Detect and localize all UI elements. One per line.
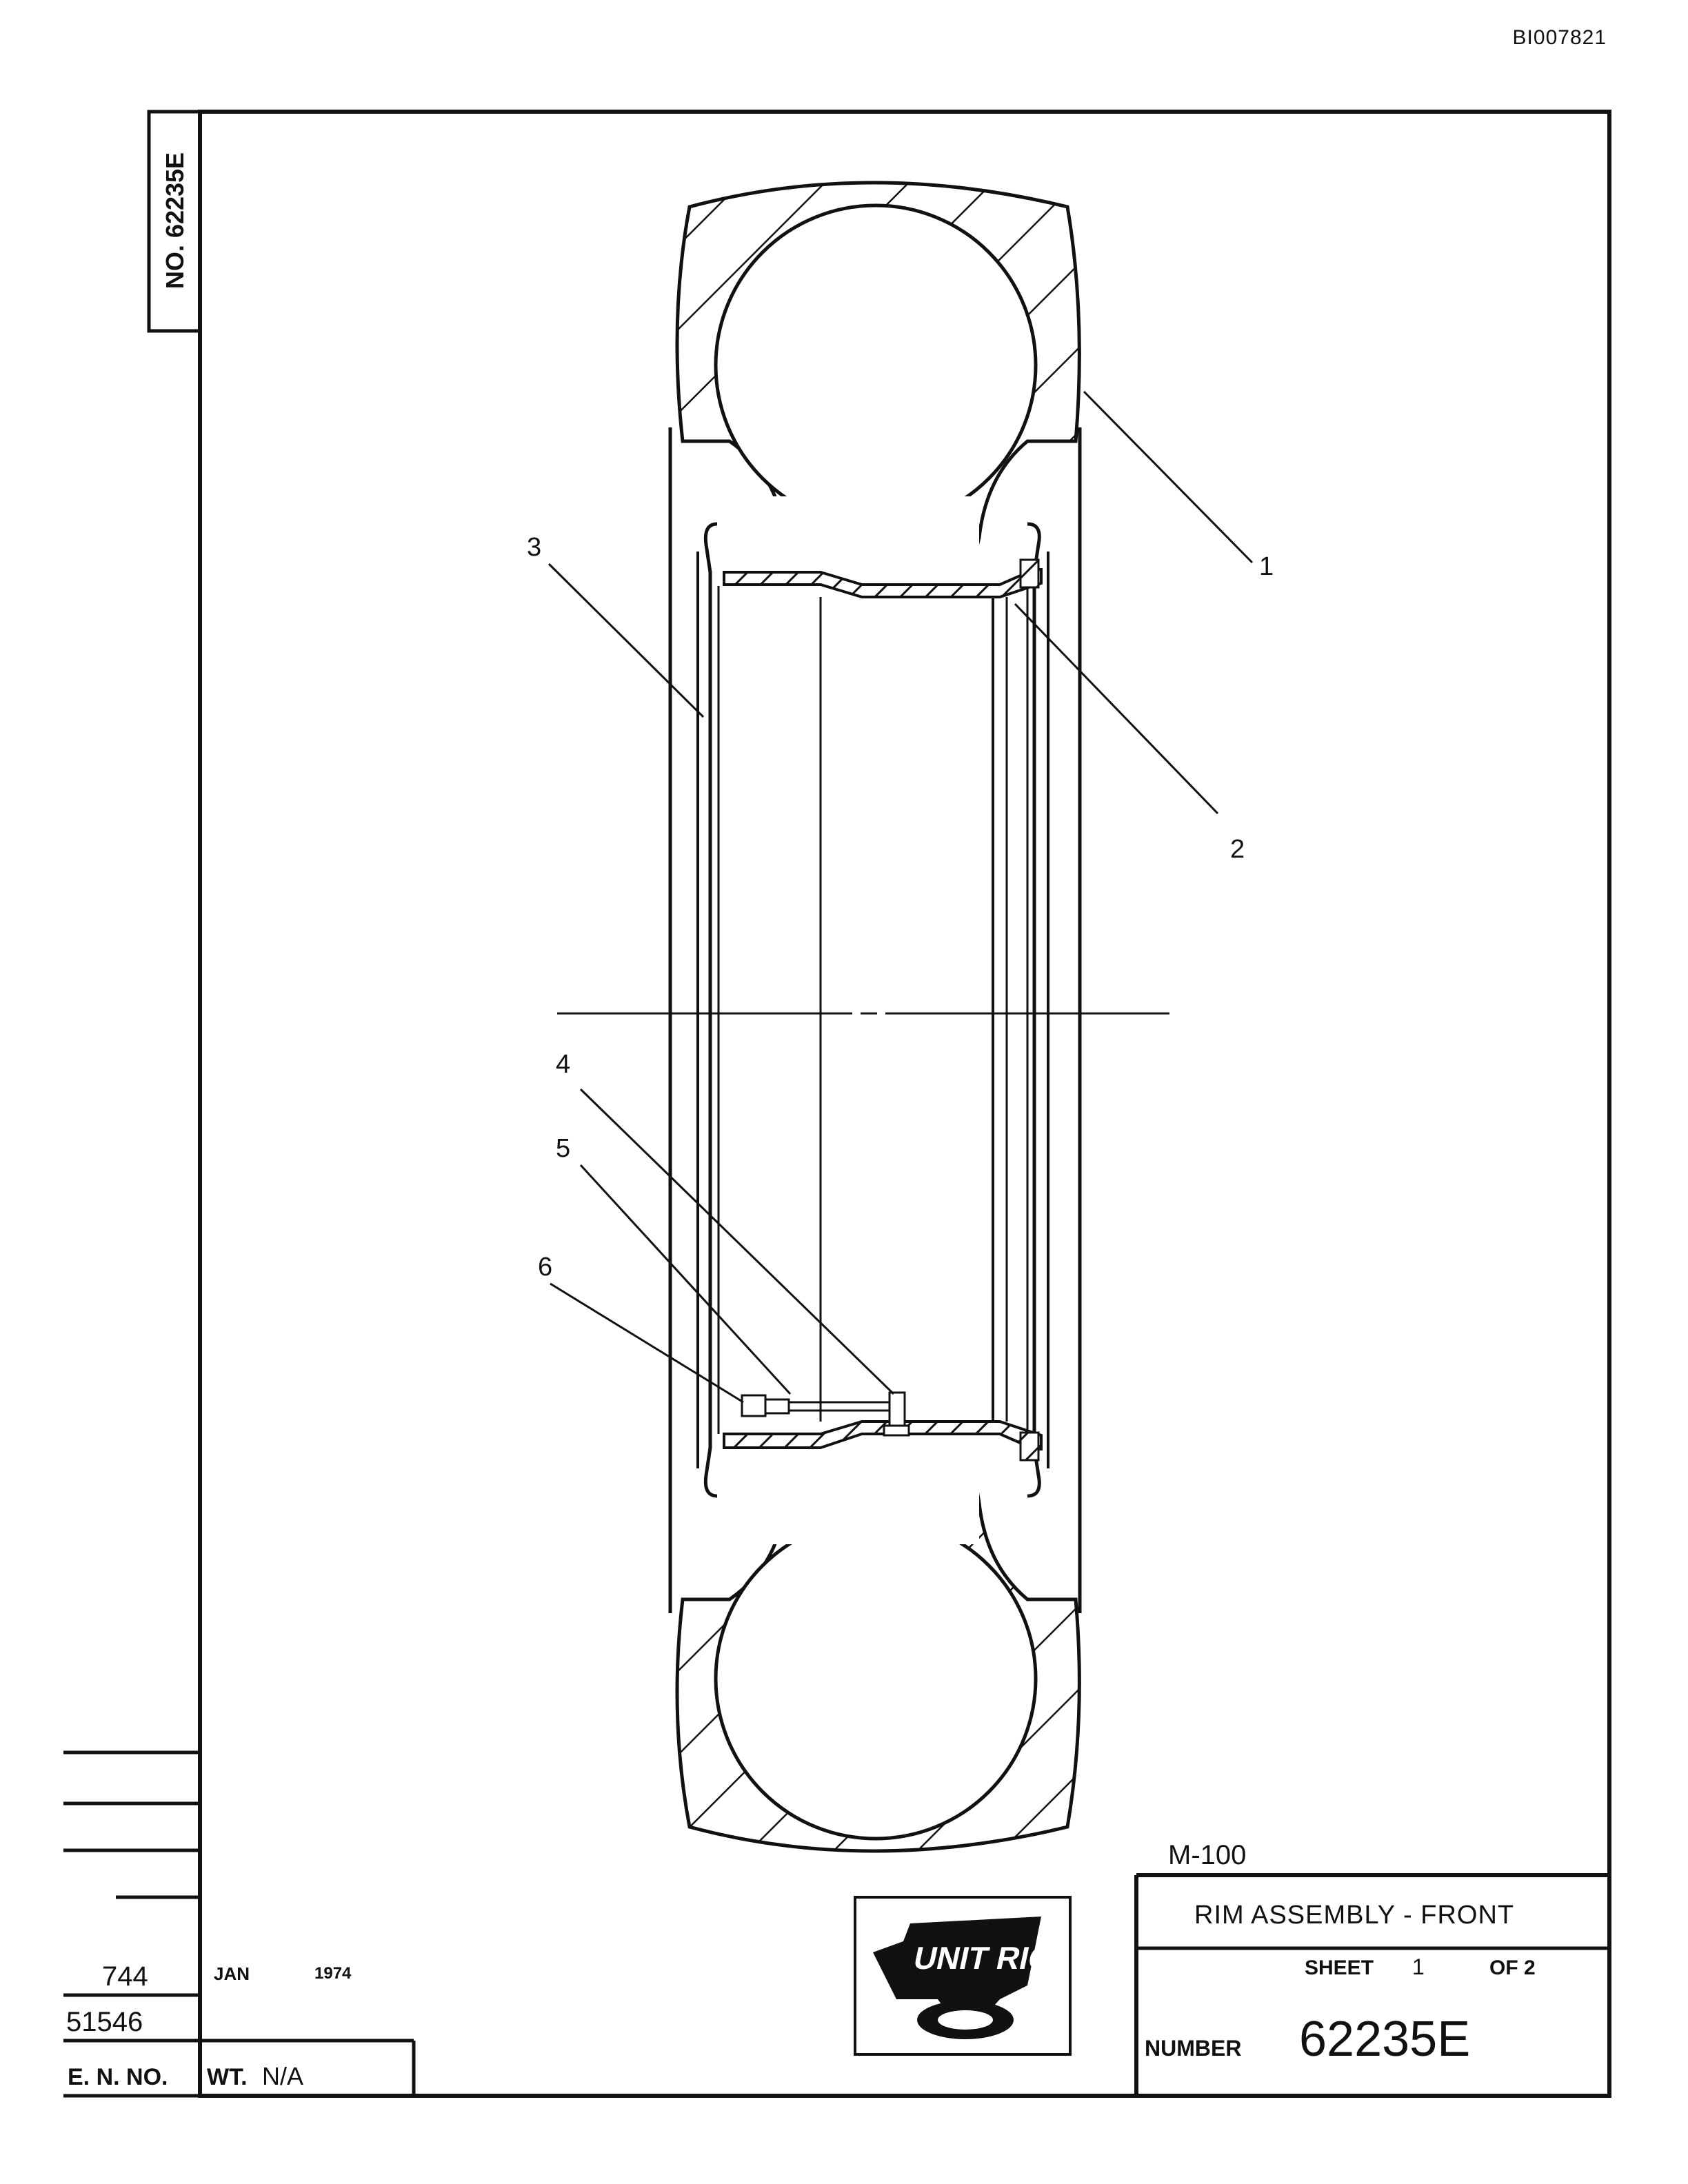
- revision-en-1: 744: [102, 1961, 148, 1992]
- en-number-label: E. N. NO.: [68, 2064, 168, 2090]
- weight-label: WT.: [207, 2064, 248, 2090]
- drawing-title: RIM ASSEMBLY - FRONT: [1194, 1901, 1514, 1930]
- title-block: M-100 RIM ASSEMBLY - FRONT SHEET 1 OF 2 …: [1145, 1840, 1536, 2067]
- drawing-number: 62235E: [1299, 2012, 1470, 2067]
- sheet-total: OF 2: [1489, 1957, 1536, 1979]
- callout-3: 3: [527, 533, 541, 562]
- callout-2: 2: [1230, 835, 1245, 864]
- callout-5: 5: [556, 1134, 570, 1163]
- revision-en-2: 51546: [66, 2007, 143, 2037]
- callout-4: 4: [556, 1050, 570, 1079]
- drawing-border: [63, 110, 1611, 2098]
- leader-lines: [547, 390, 1254, 1404]
- logo-text: UNIT RIG: [910, 1940, 1057, 1975]
- weight-value: N/A: [262, 2062, 303, 2090]
- callout-1: 1: [1259, 552, 1274, 581]
- tire-sidewalls: [668, 427, 1082, 1613]
- model-number: M-100: [1168, 1840, 1246, 1870]
- revision-year: 1974: [314, 1964, 352, 1983]
- revision-block: 744 JAN 1974 51546 E. N. NO. WT. N/A: [66, 1961, 352, 2090]
- side-drawing-number: NO. 62235E: [161, 152, 189, 289]
- callout-labels: 1 2 3 4 5 6: [527, 533, 1274, 1282]
- tire-section-lower: [675, 1468, 1081, 1853]
- revision-month: JAN: [214, 1963, 250, 1984]
- number-label: NUMBER: [1145, 2036, 1241, 2061]
- sheet-number: 1: [1412, 1954, 1425, 1979]
- rim-assembly: [696, 522, 1049, 1498]
- valve-stem-assembly: [741, 1391, 910, 1437]
- document-id: BI007821: [1512, 26, 1607, 49]
- tire-section-upper: [675, 181, 1081, 572]
- callout-6: 6: [538, 1253, 552, 1282]
- unit-rig-logo-icon: UNIT RIG: [873, 1917, 1057, 2039]
- sheet-label: SHEET: [1305, 1957, 1374, 1979]
